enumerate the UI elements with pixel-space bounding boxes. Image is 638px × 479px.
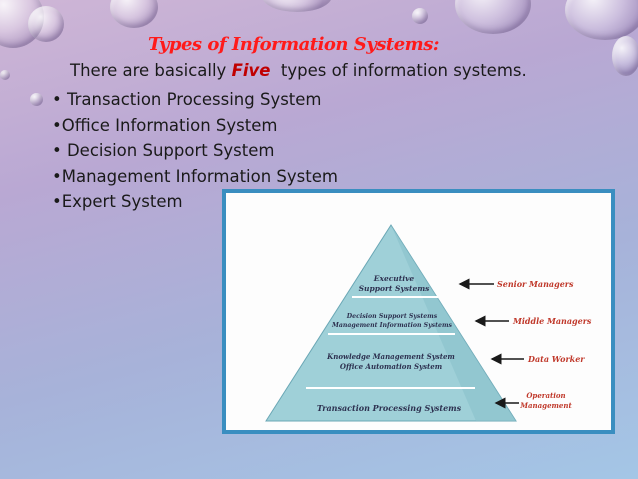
- intro-line: There are basically Five types of inform…: [70, 61, 527, 80]
- intro-text: There are basically: [70, 61, 232, 80]
- level-label: Support Systems: [359, 284, 431, 293]
- bullet-item: •Management Information System: [52, 166, 338, 186]
- bubble-decoration: [262, 0, 332, 12]
- role-label: Middle Managers: [512, 316, 592, 326]
- intro-emphasis: Five: [231, 61, 271, 80]
- level-label: Management Information Systems: [331, 322, 452, 329]
- bullet-item: • Transaction Processing System: [52, 90, 322, 109]
- level-label: Office Automation System: [340, 362, 442, 371]
- bullet-item: •Office Information System: [52, 115, 278, 135]
- bubble-decoration: [0, 70, 10, 80]
- pyramid-diagram: Executive Support Systems Decision Suppo…: [265, 224, 592, 422]
- role-label: Management: [519, 401, 572, 410]
- intro-text-end: types of information systems.: [270, 61, 527, 80]
- level-label: Decision Support Systems: [346, 313, 438, 320]
- role-label: Senior Managers: [497, 279, 574, 289]
- bullet-item: • Decision Support System: [52, 141, 275, 160]
- bullet-list: • Transaction Processing System •Office …: [52, 87, 338, 215]
- bullet-item: •Expert System: [52, 192, 183, 211]
- level-label: Knowledge Management System: [326, 352, 455, 361]
- level-label: Transaction Processing Systems: [317, 403, 462, 413]
- bubble-decoration: [30, 93, 43, 106]
- bubble-decoration: [110, 0, 158, 28]
- bubble-decoration: [565, 0, 638, 40]
- bubble-decoration: [412, 8, 428, 24]
- pyramid-figure: Executive Support Systems Decision Suppo…: [222, 189, 615, 434]
- role-label: Operation: [526, 391, 565, 400]
- slide-title: Types of Information Systems:: [148, 34, 439, 55]
- role-label: Data Worker: [527, 354, 585, 364]
- bubble-decoration: [455, 0, 531, 34]
- bubble-decoration: [612, 36, 638, 76]
- pyramid-shading: [391, 225, 516, 421]
- level-label: Executive: [373, 274, 415, 283]
- bubble-decoration: [28, 6, 64, 42]
